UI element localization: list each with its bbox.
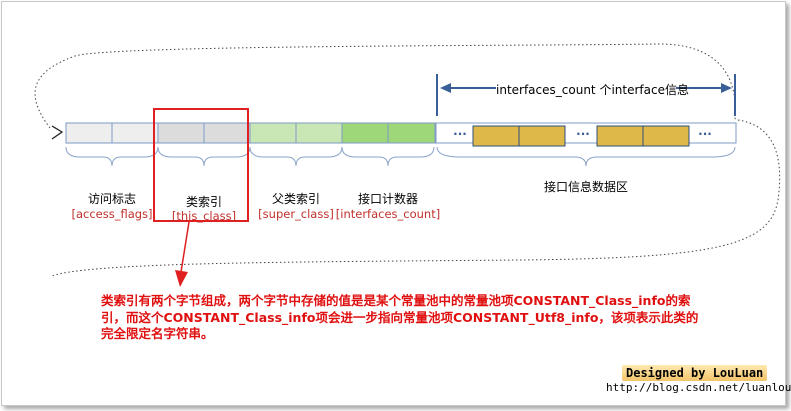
flow-curve-bottom — [51, 119, 781, 277]
interface-area-label: 接口信息数据区 — [543, 180, 628, 194]
super-class-field: [super_class] — [258, 207, 334, 221]
brace-interface-area — [436, 146, 736, 167]
interface-entry-3 — [596, 125, 644, 147]
access-flags-byte-1 — [65, 122, 113, 144]
interfaces-count-byte-2 — [387, 122, 436, 144]
super-class-byte-1 — [249, 122, 297, 144]
explanation-note: 类索引有两个字节组成，两个字节中存储的值是是某个常量池中的常量池项CONSTAN… — [101, 293, 699, 341]
interface-entry-1 — [472, 125, 520, 147]
super-class-name: 父类索引 — [271, 192, 320, 206]
brace-access-flags — [65, 146, 159, 167]
diagram-frame — [1, 1, 786, 406]
interfaces-count-name: 接口计数器 — [357, 192, 418, 206]
interface-dots-right: ... — [698, 124, 712, 138]
this-class-name: 类索引 — [185, 195, 222, 209]
brace-super-class — [249, 146, 343, 167]
interface-entry-4 — [642, 125, 690, 147]
interface-dots-middle: ... — [576, 124, 590, 138]
dimension-arrowhead-right — [721, 83, 732, 93]
access-flags-byte-2 — [111, 122, 159, 144]
brace-this-class — [157, 146, 251, 167]
interfaces-count-field: [interfaces_count] — [335, 207, 441, 221]
super-class-byte-2 — [295, 122, 343, 144]
interfaces-count-byte-1 — [341, 122, 389, 144]
interface-area-header: interfaces_count 个interface信息 — [496, 83, 689, 97]
flow-curve-top — [34, 43, 736, 129]
this-class-byte-2 — [203, 122, 251, 144]
designer-credit: Designed by LouLuan — [622, 365, 768, 381]
this-class-byte-1 — [157, 122, 205, 144]
entry-chevron-icon — [51, 125, 64, 140]
this-class-field: [this_class] — [171, 209, 237, 223]
this-class-highlight-box — [153, 108, 249, 222]
interface-dots-left: ... — [453, 124, 467, 138]
callout-arrowhead — [175, 270, 188, 287]
dimension-arrowhead-left — [440, 83, 451, 93]
access-flags-name: 访问标志 — [87, 192, 136, 206]
interface-entry-2 — [518, 125, 566, 147]
brace-interfaces-count — [341, 146, 435, 167]
callout-arrow-line — [180, 221, 190, 273]
blog-url: http://blog.csdn.net/luanlouis — [606, 381, 791, 394]
access-flags-field: [access_flags] — [71, 207, 153, 221]
